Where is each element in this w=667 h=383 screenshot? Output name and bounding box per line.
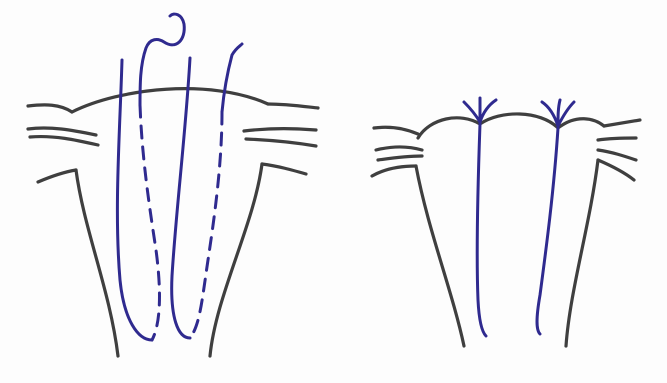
right-panel — [372, 114, 640, 346]
left-wall — [76, 170, 118, 356]
right-panel-left-fiber-4 — [372, 166, 416, 176]
right-top-outline — [418, 114, 604, 138]
right-wall — [210, 164, 262, 356]
right-fiber-4 — [262, 164, 306, 174]
right-sutures — [464, 98, 574, 336]
right-fiber-1 — [268, 104, 318, 108]
right-panel-left-fiber-1 — [374, 127, 418, 134]
right-panel-right-wall — [566, 160, 598, 346]
right-fiber-3 — [246, 139, 316, 146]
tied-suture-2 — [537, 128, 558, 334]
suture-1-solid — [117, 60, 152, 340]
left-fiber-2 — [28, 128, 96, 135]
suture-2-dashed — [190, 112, 222, 338]
right-fiber-2 — [244, 129, 316, 131]
right-panel-right-fiber-3 — [598, 150, 636, 160]
suture-1-dashed — [140, 105, 159, 340]
right-panel-right-fiber-1 — [604, 120, 640, 126]
suture-2-solid — [172, 58, 190, 338]
left-fiber-1 — [28, 105, 72, 112]
tied-suture-1 — [477, 124, 486, 336]
left-fiber-4 — [38, 170, 76, 182]
left-fiber-3 — [30, 137, 98, 145]
right-panel-left-fiber-2 — [376, 147, 422, 150]
right-panel-left-fiber-3 — [378, 156, 422, 160]
right-panel-left-wall — [416, 166, 464, 346]
right-panel-right-fiber-2 — [598, 138, 636, 140]
suture-2-top — [222, 44, 242, 112]
right-panel-right-fiber-4 — [598, 160, 634, 180]
left-dome-outline — [72, 89, 268, 112]
